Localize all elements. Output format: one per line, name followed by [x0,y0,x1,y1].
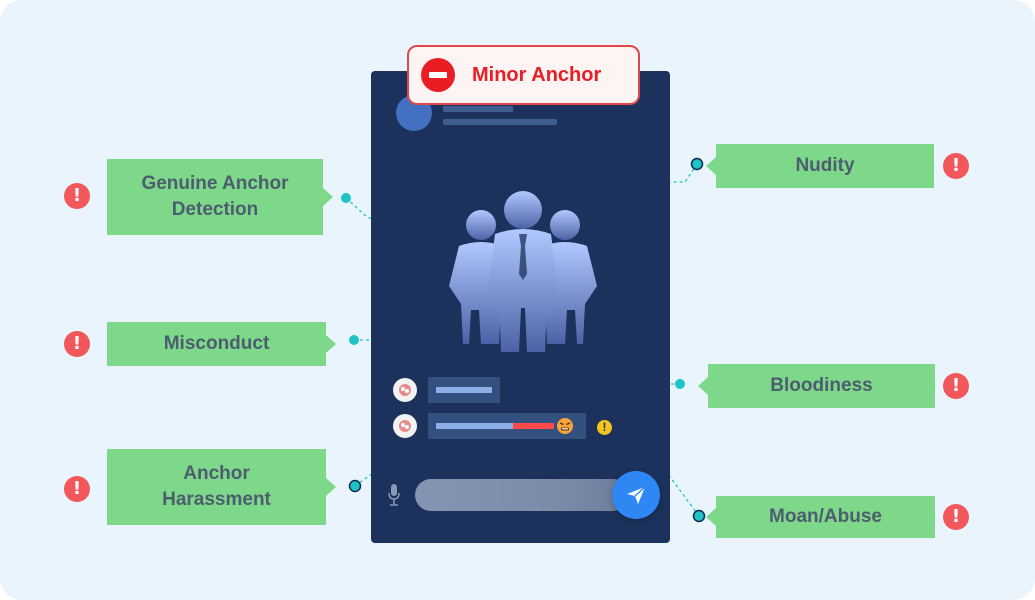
label-line: Nudity [795,155,855,176]
label-line: Bloodiness [770,375,873,396]
label-moan-abuse: Moan/Abuse [706,496,935,538]
streamer-info-placeholder [443,119,557,125]
alert-icon: ! [943,153,969,179]
message-input[interactable] [415,479,629,511]
anchors-group-icon [449,191,597,352]
send-icon [627,486,646,504]
label-line: Moan/Abuse [769,506,882,527]
label-bloodiness: Bloodiness [698,364,935,408]
send-button[interactable] [612,471,660,519]
minor-anchor-label: Minor Anchor [472,63,602,86]
connector-dot-moan-abuse [692,509,706,523]
chat-bubble-flagged [428,413,586,439]
label-line: Genuine Anchor [141,173,289,194]
chat-bubble [428,377,500,403]
alert-icon: ! [943,504,969,530]
minor-anchor-badge: Minor Anchor [407,45,640,105]
viewer-avatar-icon [399,420,411,432]
label-anchor-harassment: Anchor Harassment [107,449,336,525]
alert-icon: ! [64,331,90,357]
warning-icon: ! [597,420,612,435]
streamer-name-placeholder [443,106,513,112]
alert-icon: ! [64,476,90,502]
label-line: Anchor [183,463,250,484]
chat-message-flagged [393,413,586,439]
viewer-avatar-icon [399,384,411,396]
label-line: Misconduct [163,333,270,354]
angry-face-icon [557,418,573,434]
connector-dot-bloodiness [675,379,685,389]
viewer-avatar [393,414,417,438]
phone-live-stream: ! [371,71,670,543]
connector-dot-misconduct [349,335,359,345]
label-misconduct: Misconduct [107,322,336,366]
alert-icon: ! [943,373,969,399]
chat-progress-flagged [513,423,554,429]
chat-progress-normal [436,423,513,429]
connector-dot-harassment [348,479,362,493]
label-line: Detection [171,199,259,220]
viewer-avatar [393,378,417,402]
connector-dot-nudity [690,157,704,171]
label-genuine-anchor-detection: Genuine Anchor Detection [107,159,333,235]
connector-dot-genuine-anchor [341,193,351,203]
label-nudity: Nudity [706,144,934,188]
no-entry-icon [421,58,455,92]
label-line: Harassment [162,489,271,510]
chat-message [393,377,500,403]
alert-icon: ! [64,183,90,209]
microphone-icon[interactable] [387,483,401,507]
